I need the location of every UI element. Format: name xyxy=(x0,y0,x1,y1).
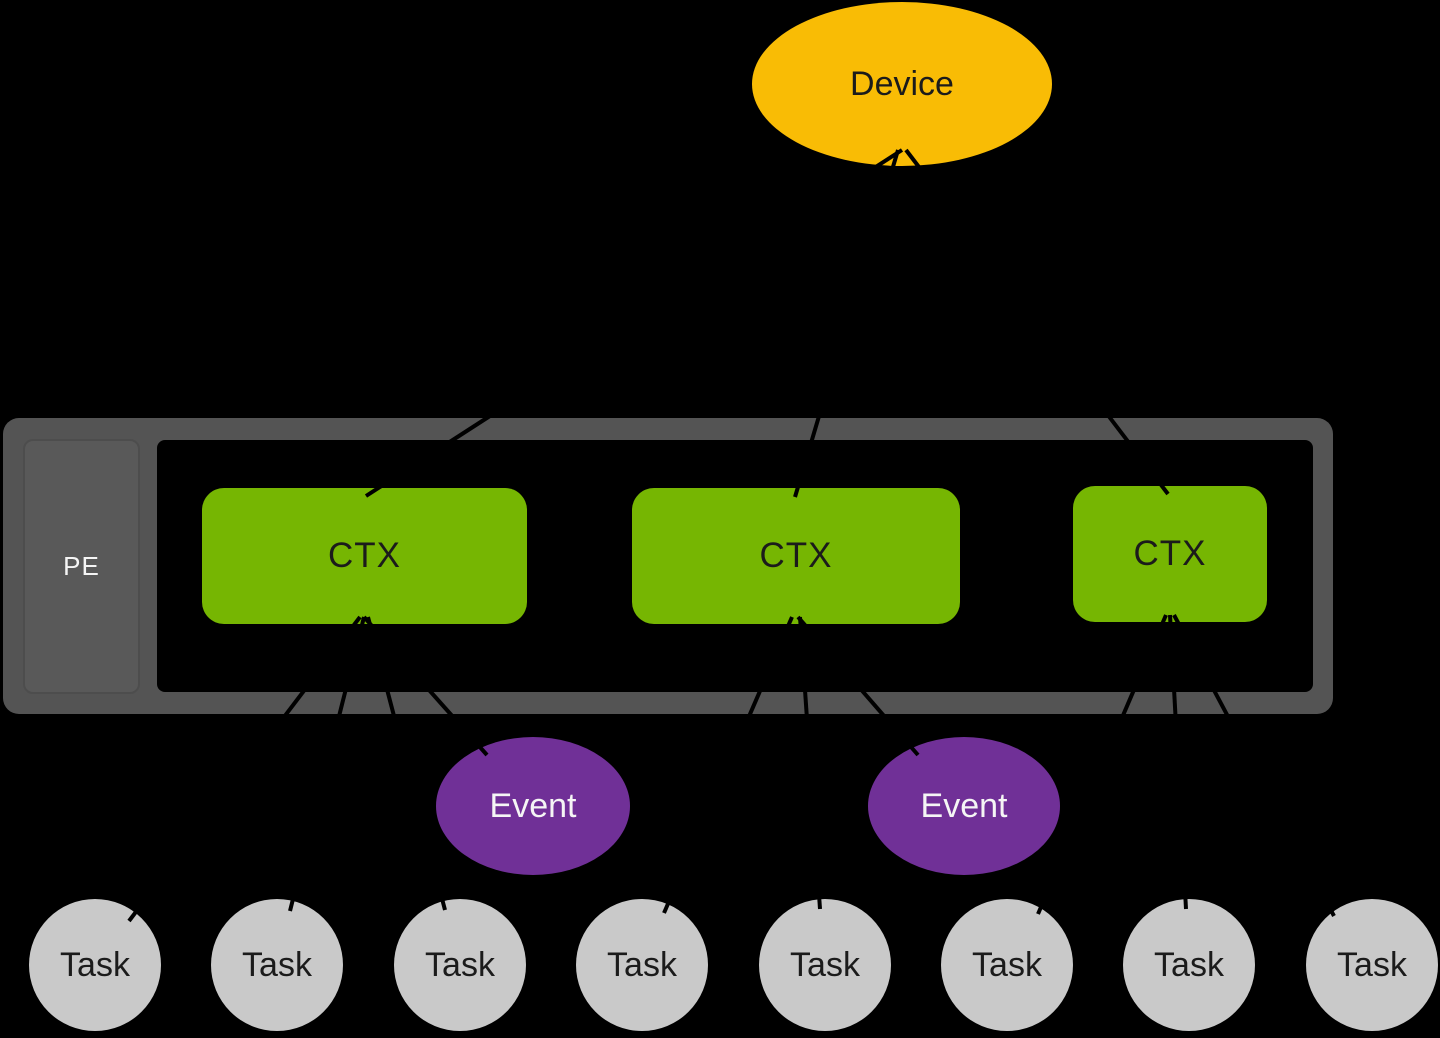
task-label-1: Task xyxy=(60,945,130,984)
ctx-label-1: CTX xyxy=(328,536,401,575)
task-label-2: Task xyxy=(242,945,312,984)
task-label-8: Task xyxy=(1337,945,1407,984)
event-node-1: Event xyxy=(436,737,630,875)
task-label-5: Task xyxy=(790,945,860,984)
ctx-node-2: CTX xyxy=(632,488,960,624)
event-label-2: Event xyxy=(920,786,1008,825)
gpu-frame: PE CTX CTX CTX xyxy=(3,418,1333,714)
task-node-3: Task xyxy=(394,899,526,1031)
task-label-3: Task xyxy=(425,945,495,984)
task-label-7: Task xyxy=(1154,945,1224,984)
task-label-4: Task xyxy=(607,945,677,984)
ctx-node-3: CTX xyxy=(1073,486,1267,622)
ctx-node-1: CTX xyxy=(202,488,527,624)
task-node-4: Task xyxy=(576,899,708,1031)
ctx-label-2: CTX xyxy=(759,536,833,575)
pe-label: PE xyxy=(63,551,100,581)
task-node-5: Task xyxy=(759,899,891,1031)
task-node-6: Task xyxy=(941,899,1073,1031)
task-node-2: Task xyxy=(211,899,343,1031)
device-label: Device xyxy=(850,64,954,103)
pe-node: PE xyxy=(23,439,140,694)
ctx-label-3: CTX xyxy=(1133,534,1207,573)
task-node-1: Task xyxy=(29,899,161,1031)
device-node: Device xyxy=(752,2,1052,166)
task-label-6: Task xyxy=(972,945,1042,984)
event-label-1: Event xyxy=(489,786,577,825)
task-node-7: Task xyxy=(1123,899,1255,1031)
event-node-2: Event xyxy=(868,737,1060,875)
task-node-8: Task xyxy=(1306,899,1438,1031)
